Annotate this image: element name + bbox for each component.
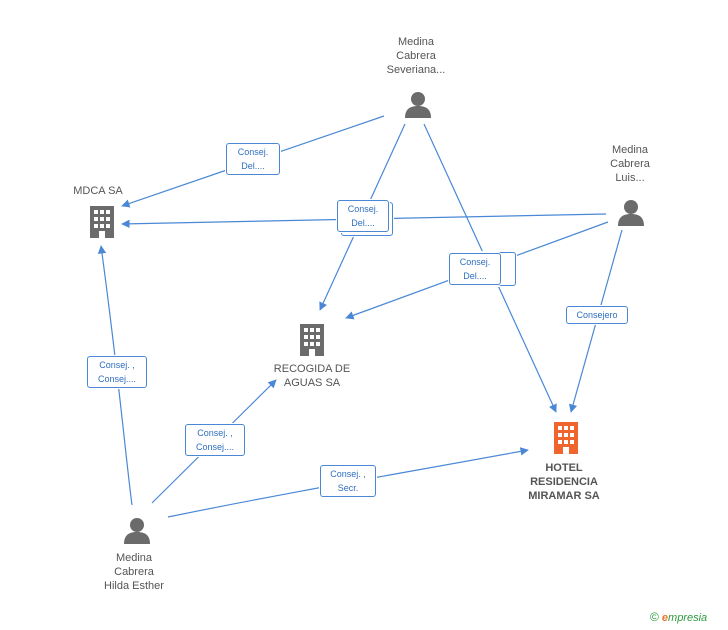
- edge-label-severiana-mdca[interactable]: Consej. Del....: [226, 143, 280, 175]
- footer-brand[interactable]: © empresia: [650, 610, 707, 624]
- building-icon[interactable]: [86, 204, 118, 240]
- node-label-hotel[interactable]: HOTEL RESIDENCIA MIRAMAR SA: [528, 462, 600, 502]
- edge-hilda-mdca: [97, 245, 133, 506]
- edge-label-luis-hotel[interactable]: Consejero: [566, 306, 628, 324]
- brand-initial: e: [661, 612, 669, 624]
- copyright-icon: ©: [650, 610, 659, 624]
- person-icon[interactable]: [122, 516, 152, 546]
- brand-name: mpresia: [668, 612, 708, 624]
- edge-label-right[interactable]: Consej. Del....: [449, 253, 501, 285]
- node-label-medina-luis[interactable]: Medina Cabrera Luis...: [610, 144, 650, 184]
- person-icon[interactable]: [403, 90, 433, 120]
- node-label-medina-hilda[interactable]: Medina Cabrera Hilda Esther: [104, 552, 164, 592]
- building-icon[interactable]: [550, 420, 582, 456]
- building-icon[interactable]: [296, 322, 328, 358]
- node-label-medina-severiana[interactable]: Medina Cabrera Severiana...: [386, 36, 446, 76]
- node-label-mdca[interactable]: MDCA SA: [73, 185, 123, 197]
- edge-label-hilda-mdca[interactable]: Consej. , Consej....: [87, 356, 147, 388]
- edge-label-hilda-hotel[interactable]: Consej. , Secr.: [320, 465, 376, 497]
- node-label-recogida[interactable]: RECOGIDA DE AGUAS SA: [273, 363, 351, 389]
- edges: [97, 115, 623, 518]
- edge-label-hilda-recogida[interactable]: Consej. , Consej....: [185, 424, 245, 456]
- edge-label-center[interactable]: Consej. Del....: [337, 200, 389, 232]
- person-icon[interactable]: [616, 198, 646, 228]
